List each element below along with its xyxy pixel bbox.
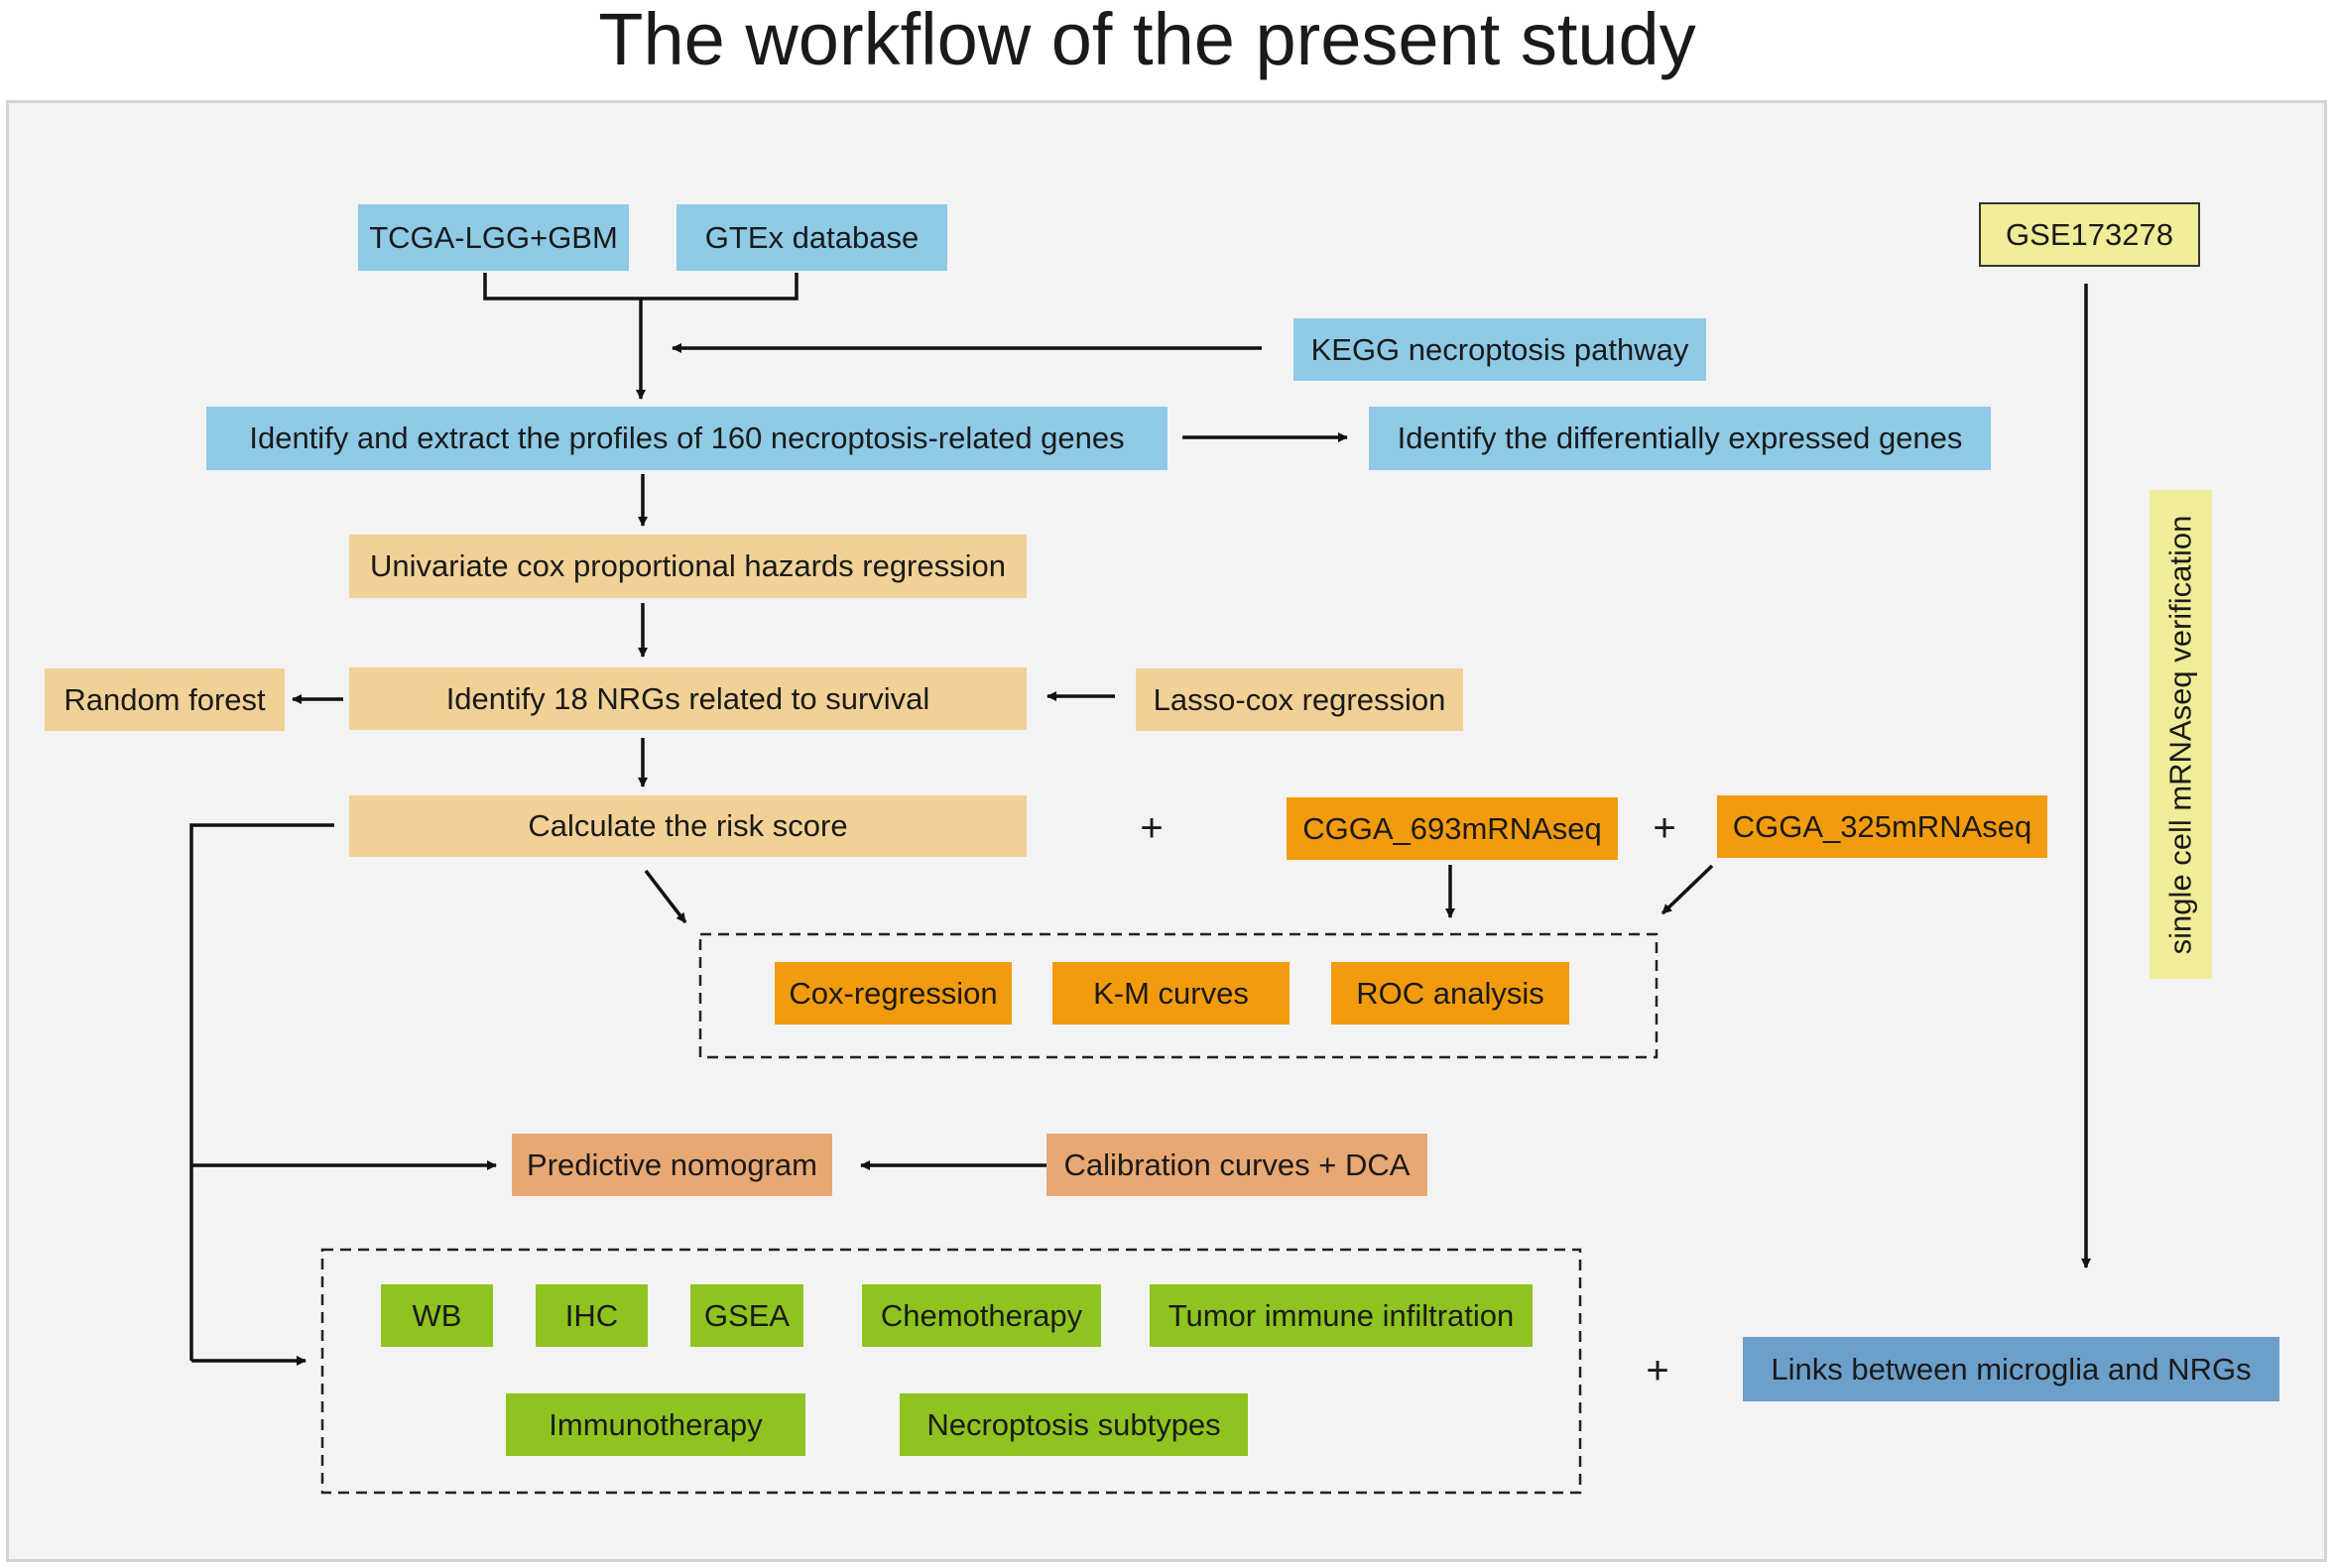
- necroptosis-subtypes-box: Necroptosis subtypes: [900, 1393, 1248, 1456]
- single-cell-verification-label: single cell mRNAseq verification: [2162, 515, 2198, 954]
- immunotherapy-box: Immunotherapy: [506, 1393, 805, 1456]
- risk-left-branch: [189, 823, 334, 1361]
- merge-bracket: [483, 273, 799, 301]
- microglia-links-box: Links between microglia and NRGs: [1743, 1337, 2279, 1401]
- chemotherapy-box: Chemotherapy: [862, 1284, 1101, 1347]
- cgga325-box: CGGA_325mRNAseq: [1717, 795, 2047, 858]
- lasso-box: Lasso-cox regression: [1136, 668, 1463, 731]
- plus-sign-2: +: [1653, 806, 1676, 850]
- tumor-immune-box: Tumor immune infiltration: [1150, 1284, 1533, 1347]
- random-forest-box: Random forest: [45, 668, 285, 731]
- ihc-box: IHC: [536, 1284, 648, 1347]
- roc-analysis-box: ROC analysis: [1331, 962, 1569, 1025]
- kegg-box: KEGG necroptosis pathway: [1293, 318, 1706, 381]
- plus-sign-3: +: [1646, 1349, 1669, 1392]
- cgga693-box: CGGA_693mRNAseq: [1287, 797, 1618, 860]
- nomogram-box: Predictive nomogram: [512, 1134, 832, 1196]
- diagram-title: The workflow of the present study: [598, 0, 1696, 80]
- risk-score-box: Calculate the risk score: [349, 795, 1027, 857]
- arrow-cgga325-to-validation: [1660, 864, 1714, 915]
- experiments-dashed-group: [320, 1248, 1582, 1495]
- validation-dashed-group: [698, 932, 1659, 1059]
- identify-nrgs-box: Identify 18 NRGs related to survival: [349, 667, 1027, 730]
- gtex-box: GTEx database: [676, 204, 947, 271]
- calibration-box: Calibration curves + DCA: [1046, 1134, 1427, 1196]
- km-curves-box: K-M curves: [1052, 962, 1290, 1025]
- wb-box: WB: [381, 1284, 493, 1347]
- identify-profiles-box: Identify and extract the profiles of 160…: [206, 407, 1168, 470]
- univariate-box: Univariate cox proportional hazards regr…: [349, 535, 1027, 598]
- identify-deg-box: Identify the differentially expressed ge…: [1369, 407, 1991, 470]
- cox-regression-box: Cox-regression: [775, 962, 1012, 1025]
- arrow-risk-to-validation: [644, 869, 687, 924]
- gsea-box: GSEA: [690, 1284, 803, 1347]
- single-cell-verification-box: single cell mRNAseq verification: [2150, 490, 2212, 979]
- tcga-box: TCGA-LGG+GBM: [358, 204, 629, 271]
- gse173278-box: GSE173278: [1979, 202, 2200, 267]
- plus-sign-1: +: [1140, 806, 1164, 850]
